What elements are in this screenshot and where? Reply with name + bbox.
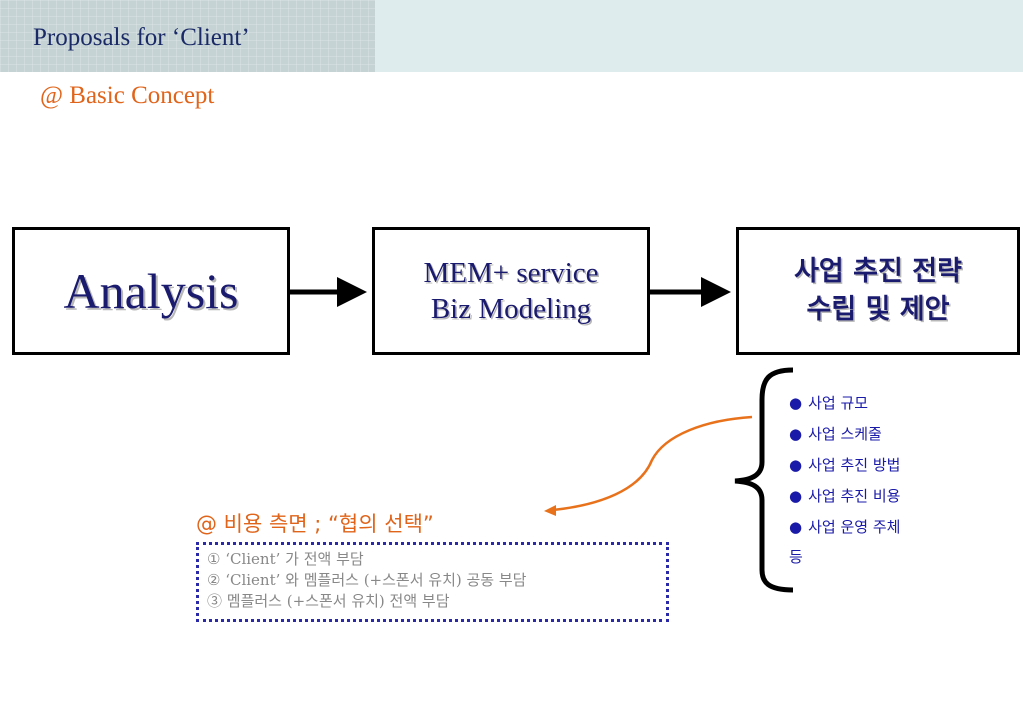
cost-title: @ 비용 측면 ; “협의 선택”	[196, 512, 434, 536]
biz-model-line2: Biz Modeling	[430, 293, 592, 325]
cost-option: ① ‘Client’ 가 전액 부담	[207, 550, 364, 568]
list-item: ●사업 스케줄	[789, 425, 882, 443]
list-item: ●사업 운영 주체	[789, 518, 901, 536]
curly-brace	[734, 367, 794, 593]
strategy-line1: 사업 추진 전략	[794, 256, 962, 287]
bullet-icon: ●	[789, 425, 803, 443]
bullet-icon: ●	[789, 487, 803, 505]
list-item: ●사업 규모	[789, 394, 869, 412]
bullet-icon: ●	[789, 518, 803, 536]
bullet-icon: ●	[789, 394, 803, 412]
cost-option: ② ‘Client’ 와 멤플러스 (+스폰서 유치) 공동 부담	[207, 571, 527, 589]
list-item: ●사업 추진 비용	[789, 487, 901, 505]
page-title: Proposals for ‘Client’	[33, 24, 250, 51]
biz-model-box: MEM+ service Biz Modeling	[372, 227, 650, 355]
header-band	[0, 0, 375, 72]
orange-curve-arrow	[552, 415, 753, 512]
bullet-icon: ●	[789, 456, 803, 474]
biz-model-line1: MEM+ service	[423, 257, 599, 289]
list-item: ●사업 추진 방법	[789, 456, 901, 474]
analysis-box: Analysis	[12, 227, 290, 355]
orange-arrowhead	[544, 505, 556, 516]
strategy-line2: 수립 및 제안	[806, 294, 950, 325]
cost-options-box: ① ‘Client’ 가 전액 부담 ② ‘Client’ 와 멤플러스 (+스…	[196, 542, 669, 622]
section-title: @ Basic Concept	[40, 82, 215, 109]
header-band-right	[375, 0, 1023, 72]
item-list: ●사업 규모 ●사업 스케줄 ●사업 추진 방법 ●사업 추진 비용 ●사업 운…	[789, 390, 900, 545]
analysis-label: Analysis	[63, 263, 239, 319]
item-list-tail: 등	[789, 548, 803, 566]
cost-option: ③ 멤플러스 (+스폰서 유치) 전액 부담	[207, 592, 450, 610]
strategy-box: 사업 추진 전략 수립 및 제안	[736, 227, 1020, 355]
